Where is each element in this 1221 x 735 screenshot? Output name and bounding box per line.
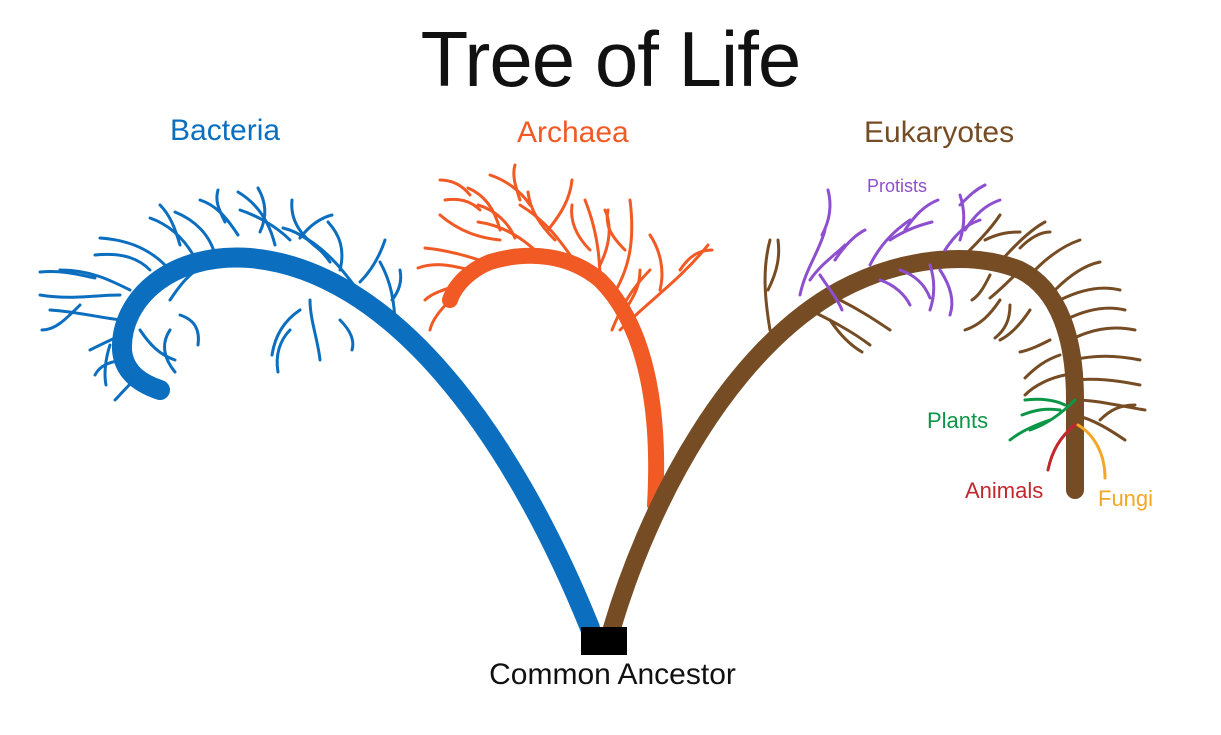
animals-branch	[1046, 423, 1077, 472]
bacteria-label: Bacteria	[170, 114, 281, 147]
fungi-branch	[1076, 423, 1107, 480]
plants-branch	[1008, 397, 1077, 442]
bacteria-branch	[38, 186, 600, 638]
bacteria-trunk	[111, 247, 600, 638]
animals-label: Animals	[965, 478, 1044, 503]
plants-label: Plants	[927, 408, 989, 433]
eukaryotes-branch	[603, 213, 1147, 637]
fungi-label: Fungi	[1098, 486, 1154, 511]
archaea-trunk	[442, 247, 665, 513]
common-ancestor-node	[581, 627, 627, 655]
diagram-title: Tree of Life	[420, 15, 802, 103]
protists-branch	[798, 183, 1002, 317]
archaea-branch	[416, 163, 714, 513]
archaea-label: Archaea	[517, 116, 629, 149]
protists-label: Protists	[867, 176, 928, 196]
common-ancestor-label: Common Ancestor	[489, 658, 736, 691]
eukaryotes-trunk	[603, 250, 1084, 637]
eukaryotes-label: Eukaryotes	[864, 116, 1015, 149]
